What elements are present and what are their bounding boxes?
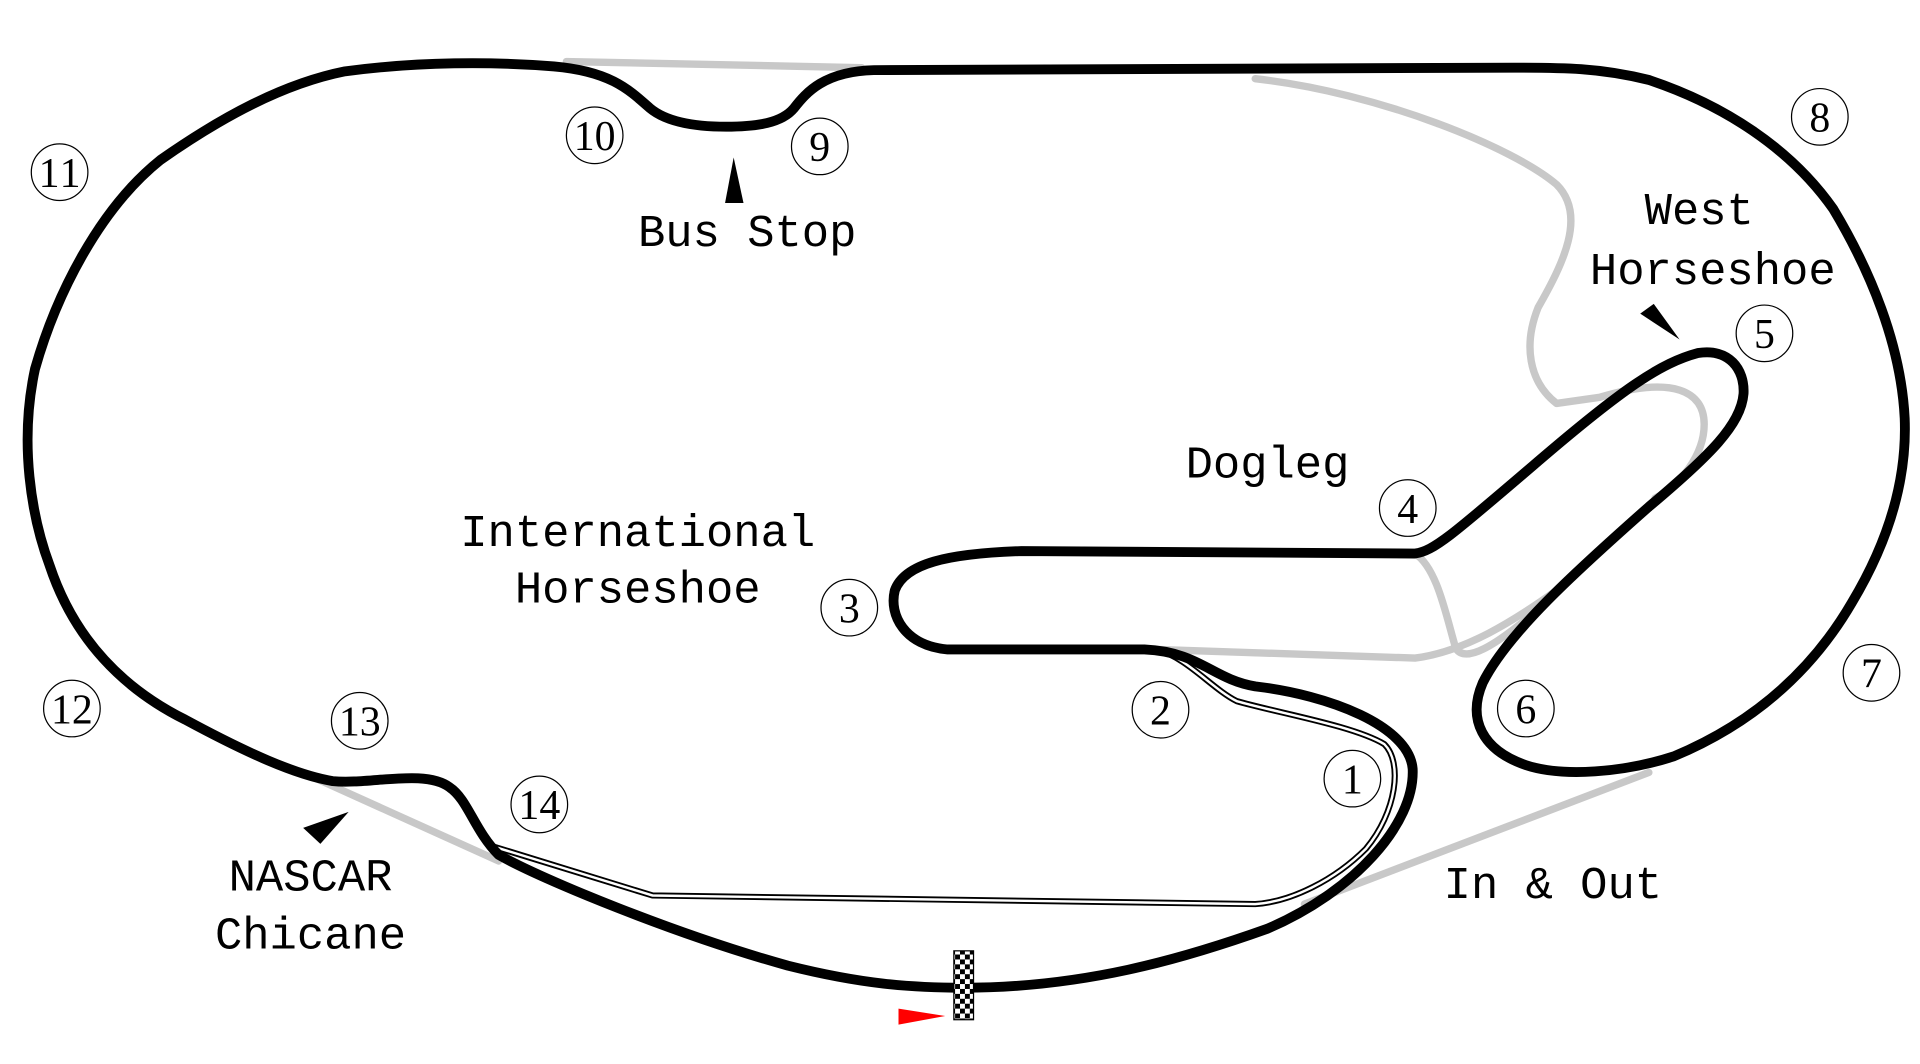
gray-infield <box>1153 586 1561 662</box>
start-direction-arrow-icon <box>898 1008 946 1025</box>
turn-6: 6 <box>1496 679 1555 738</box>
turn-1: 1 <box>1323 749 1382 808</box>
gray-nascar <box>304 771 503 865</box>
unused-track-sections <box>304 57 1708 908</box>
svg-text:12: 12 <box>51 687 93 733</box>
pit-lane-inner <box>492 648 1396 906</box>
nascar-chicane-pointer-icon <box>303 811 349 844</box>
label-west-horseshoe-line2: Horseshoe <box>1590 246 1836 298</box>
label-dogleg: Dogleg <box>1186 439 1350 491</box>
race-track <box>22 58 1910 993</box>
turn-11: 11 <box>30 143 89 202</box>
checkered-flag-icon <box>953 950 975 1021</box>
turn-13: 13 <box>330 691 389 750</box>
turn-14: 14 <box>510 775 569 834</box>
svg-text:1: 1 <box>1342 757 1363 803</box>
turn-5: 5 <box>1735 304 1794 363</box>
turn-7: 7 <box>1842 643 1901 702</box>
svg-text:13: 13 <box>339 700 381 746</box>
bus-stop-pointer-icon <box>725 157 744 203</box>
gray-top-straight <box>562 57 866 72</box>
svg-text:7: 7 <box>1861 652 1882 698</box>
svg-text:4: 4 <box>1397 487 1418 533</box>
label-bus-stop: Bus Stop <box>638 208 856 260</box>
label-nascar-chicane-line2: Chicane <box>215 910 406 962</box>
svg-text:3: 3 <box>839 586 860 632</box>
label-west-horseshoe-line1: West <box>1645 186 1754 238</box>
turn-markers: 1 2 3 4 5 6 7 8 9 10 11 12 13 14 <box>30 87 1901 834</box>
turn-4: 4 <box>1378 479 1437 537</box>
svg-text:6: 6 <box>1515 687 1536 733</box>
turn-9: 9 <box>790 117 849 176</box>
label-international-horseshoe-line2: Horseshoe <box>515 565 761 617</box>
west-horseshoe-pointer-icon <box>1640 303 1680 340</box>
turn-3: 3 <box>820 578 879 637</box>
turn-8: 8 <box>1790 87 1849 146</box>
turn-12: 12 <box>42 679 101 738</box>
svg-text:5: 5 <box>1754 312 1775 358</box>
turn-2: 2 <box>1131 680 1190 739</box>
svg-text:14: 14 <box>518 783 560 829</box>
svg-text:9: 9 <box>809 125 830 171</box>
gray-east-connector <box>1251 75 1708 502</box>
svg-text:11: 11 <box>39 151 81 197</box>
svg-text:10: 10 <box>574 114 616 160</box>
label-international-horseshoe-line1: International <box>460 508 815 560</box>
turn-10: 10 <box>565 106 624 165</box>
gray-in-out <box>1300 768 1653 908</box>
svg-text:2: 2 <box>1150 689 1171 735</box>
svg-text:8: 8 <box>1809 96 1830 142</box>
label-nascar-chicane-line1: NASCAR <box>229 853 393 905</box>
label-in-and-out: In & Out <box>1444 860 1662 912</box>
